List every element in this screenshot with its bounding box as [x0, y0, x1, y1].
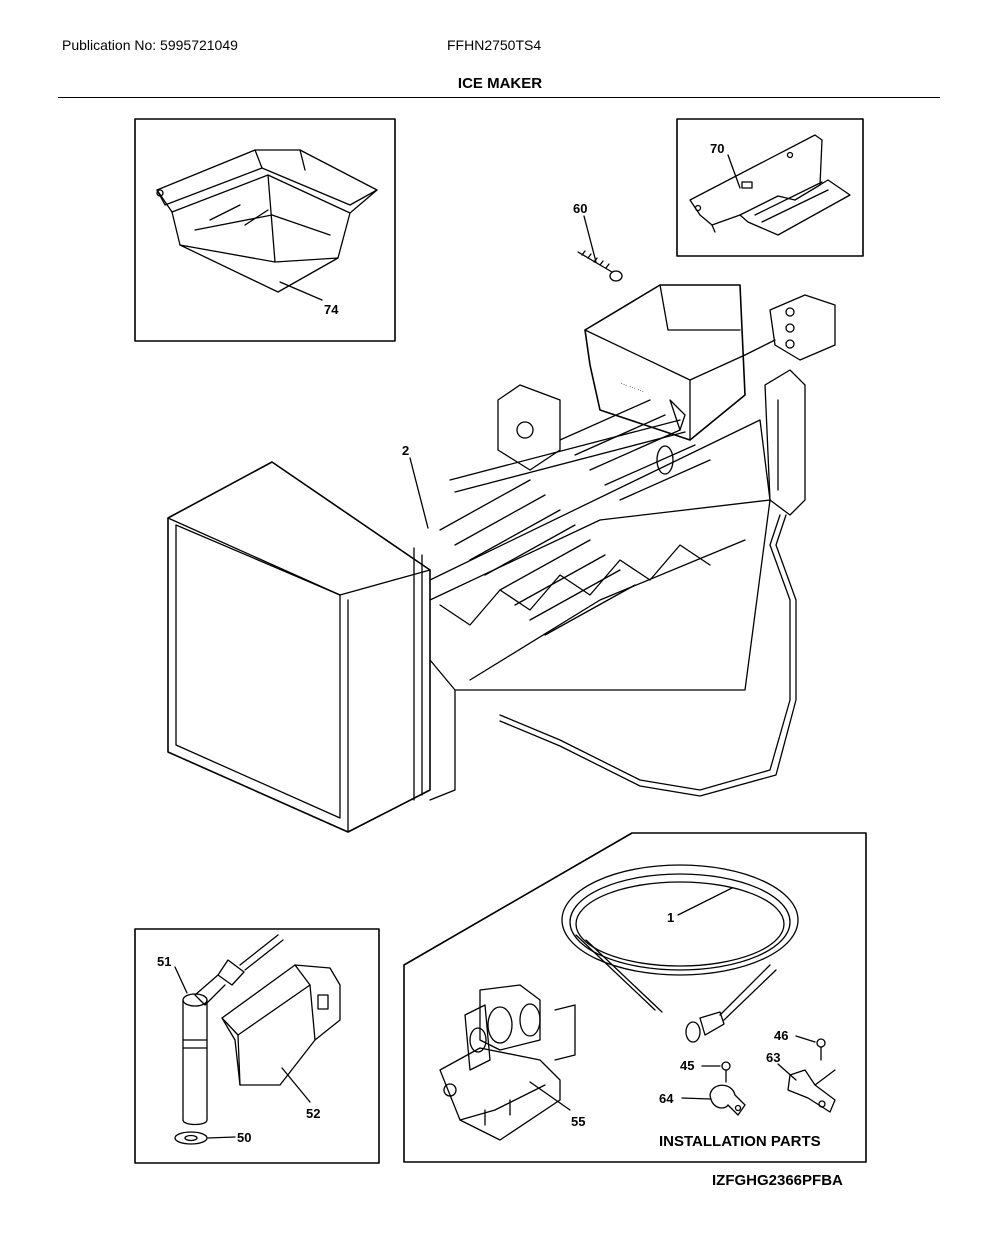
- callout-64: 64: [659, 1091, 674, 1106]
- callout-45: 45: [680, 1058, 694, 1073]
- leader-52: [281, 1067, 311, 1103]
- publication-number: Publication No: 5995721049: [62, 37, 238, 53]
- installation-parts-box: [403, 832, 867, 1163]
- screw-45-drawing: [721, 1061, 731, 1083]
- water-valve-drawing: [439, 984, 576, 1141]
- leader-1: [677, 887, 733, 916]
- inset-box-bracket: [676, 118, 864, 257]
- clamp-64-drawing: [709, 1084, 746, 1116]
- leader-51: [174, 966, 188, 994]
- leader-63: [777, 1063, 797, 1081]
- clamp-63-drawing: [787, 1069, 836, 1113]
- callout-50: 50: [237, 1130, 251, 1145]
- callout-52: 52: [306, 1106, 320, 1121]
- callout-55: 55: [571, 1114, 585, 1129]
- leader-2: [409, 457, 429, 529]
- leader-70: [727, 154, 741, 189]
- leader-50: [207, 1136, 236, 1139]
- document-code: IZFGHG2366PFBA: [712, 1172, 843, 1189]
- ice-bin-drawing: [156, 149, 378, 293]
- model-number: FFHN2750TS4: [447, 37, 542, 53]
- callout-70: 70: [710, 141, 724, 156]
- water-tube-drawing: [561, 864, 799, 1043]
- callout-51: 51: [157, 954, 171, 969]
- leader-55: [529, 1081, 571, 1111]
- leader-46: [795, 1035, 816, 1043]
- housing-stamp: ··· ··· ···: [619, 380, 645, 395]
- header-rule: [58, 97, 940, 98]
- callout-74: 74: [324, 302, 339, 317]
- ice-maker-drawing: ··· ··· ···: [167, 284, 836, 833]
- callout-63: 63: [766, 1050, 780, 1065]
- washer-drawing: [174, 1131, 208, 1145]
- callout-60: 60: [573, 201, 587, 216]
- leader-74: [279, 281, 323, 301]
- callout-2: 2: [402, 443, 409, 458]
- screw-46-drawing: [816, 1038, 826, 1061]
- callout-46: 46: [774, 1028, 788, 1043]
- installation-parts-caption: INSTALLATION PARTS: [659, 1133, 821, 1150]
- fill-cup-drawing: [221, 964, 341, 1086]
- fill-tube-drawing: [182, 934, 284, 1126]
- mounting-bracket-drawing: [689, 134, 851, 236]
- screw-drawing: [577, 250, 623, 282]
- leader-64: [681, 1097, 711, 1100]
- inset-box-fill-cup: [134, 928, 380, 1164]
- page-title: ICE MAKER: [457, 75, 543, 92]
- callout-1: 1: [667, 910, 674, 925]
- leader-60: [583, 215, 597, 263]
- inset-box-ice-bin: [134, 118, 396, 342]
